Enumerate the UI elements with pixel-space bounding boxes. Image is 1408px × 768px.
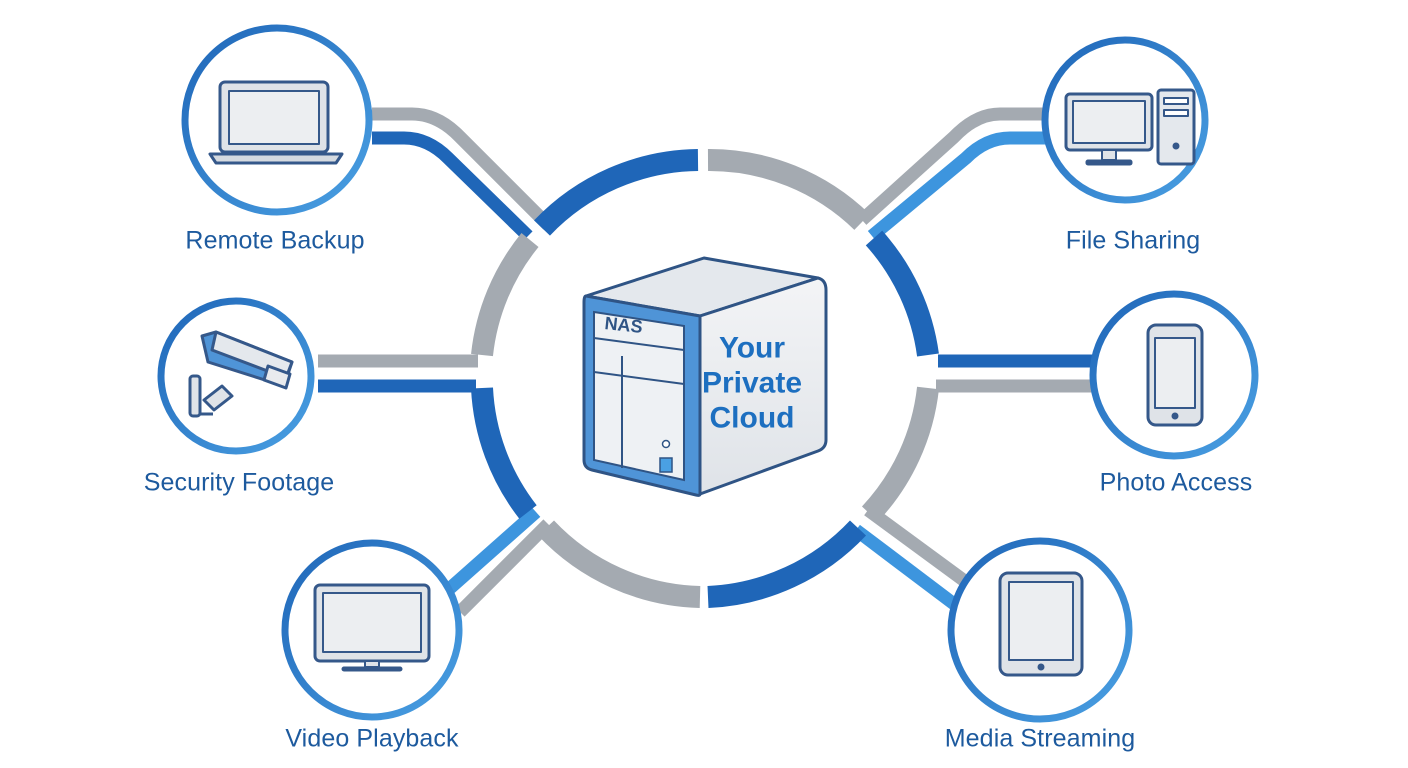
- ring-segment-top-left: [534, 149, 699, 236]
- connector-file-blue: [867, 131, 1048, 242]
- node-label-media-streaming: Media Streaming: [944, 724, 1136, 753]
- ring-segment-right-lower: [861, 386, 939, 522]
- laptop-icon: [208, 80, 344, 165]
- node-label-security-footage: Security Footage: [143, 468, 335, 497]
- center-title-line-2: Private: [701, 366, 803, 400]
- nas-box-icon: NAS: [582, 256, 828, 497]
- connector-file-gray: [857, 107, 1048, 225]
- ring-segment-bottom-right: [707, 520, 867, 608]
- ring-segment-top-right: [707, 148, 870, 230]
- node-label-video-playback: Video Playback: [285, 724, 459, 753]
- node-label-photo-access: Photo Access: [1099, 468, 1253, 497]
- tablet-icon: [998, 571, 1084, 677]
- ring-segment-left-upper: [471, 233, 539, 357]
- nas-badge-text: NAS: [604, 313, 644, 337]
- smartphone-icon: [1146, 323, 1204, 427]
- connector-media-gray: [864, 504, 970, 588]
- connector-remote-backup-blue: [372, 131, 533, 241]
- ring-segment-bottom-left: [537, 520, 701, 608]
- connector-media-lightblue: [852, 524, 958, 610]
- center-title-line-3: Cloud: [709, 401, 795, 435]
- central-ring: [471, 148, 939, 608]
- node-label-remote-backup: Remote Backup: [185, 226, 365, 255]
- node-label-file-sharing: File Sharing: [1065, 226, 1201, 255]
- monitor-icon: [313, 583, 431, 672]
- connector-remote-backup-gray: [372, 107, 553, 230]
- center-title: Your Private Cloud: [702, 331, 802, 436]
- center-title-line-1: Your: [718, 331, 786, 365]
- connector-video-lightblue: [443, 507, 541, 595]
- security-camera-icon: [188, 330, 294, 418]
- ring-segment-left-lower: [471, 387, 537, 519]
- connector-video-gray: [455, 519, 553, 617]
- connectors: [318, 107, 1100, 617]
- desktop-computer-icon: [1064, 88, 1196, 166]
- ring-segment-right-upper: [865, 230, 939, 357]
